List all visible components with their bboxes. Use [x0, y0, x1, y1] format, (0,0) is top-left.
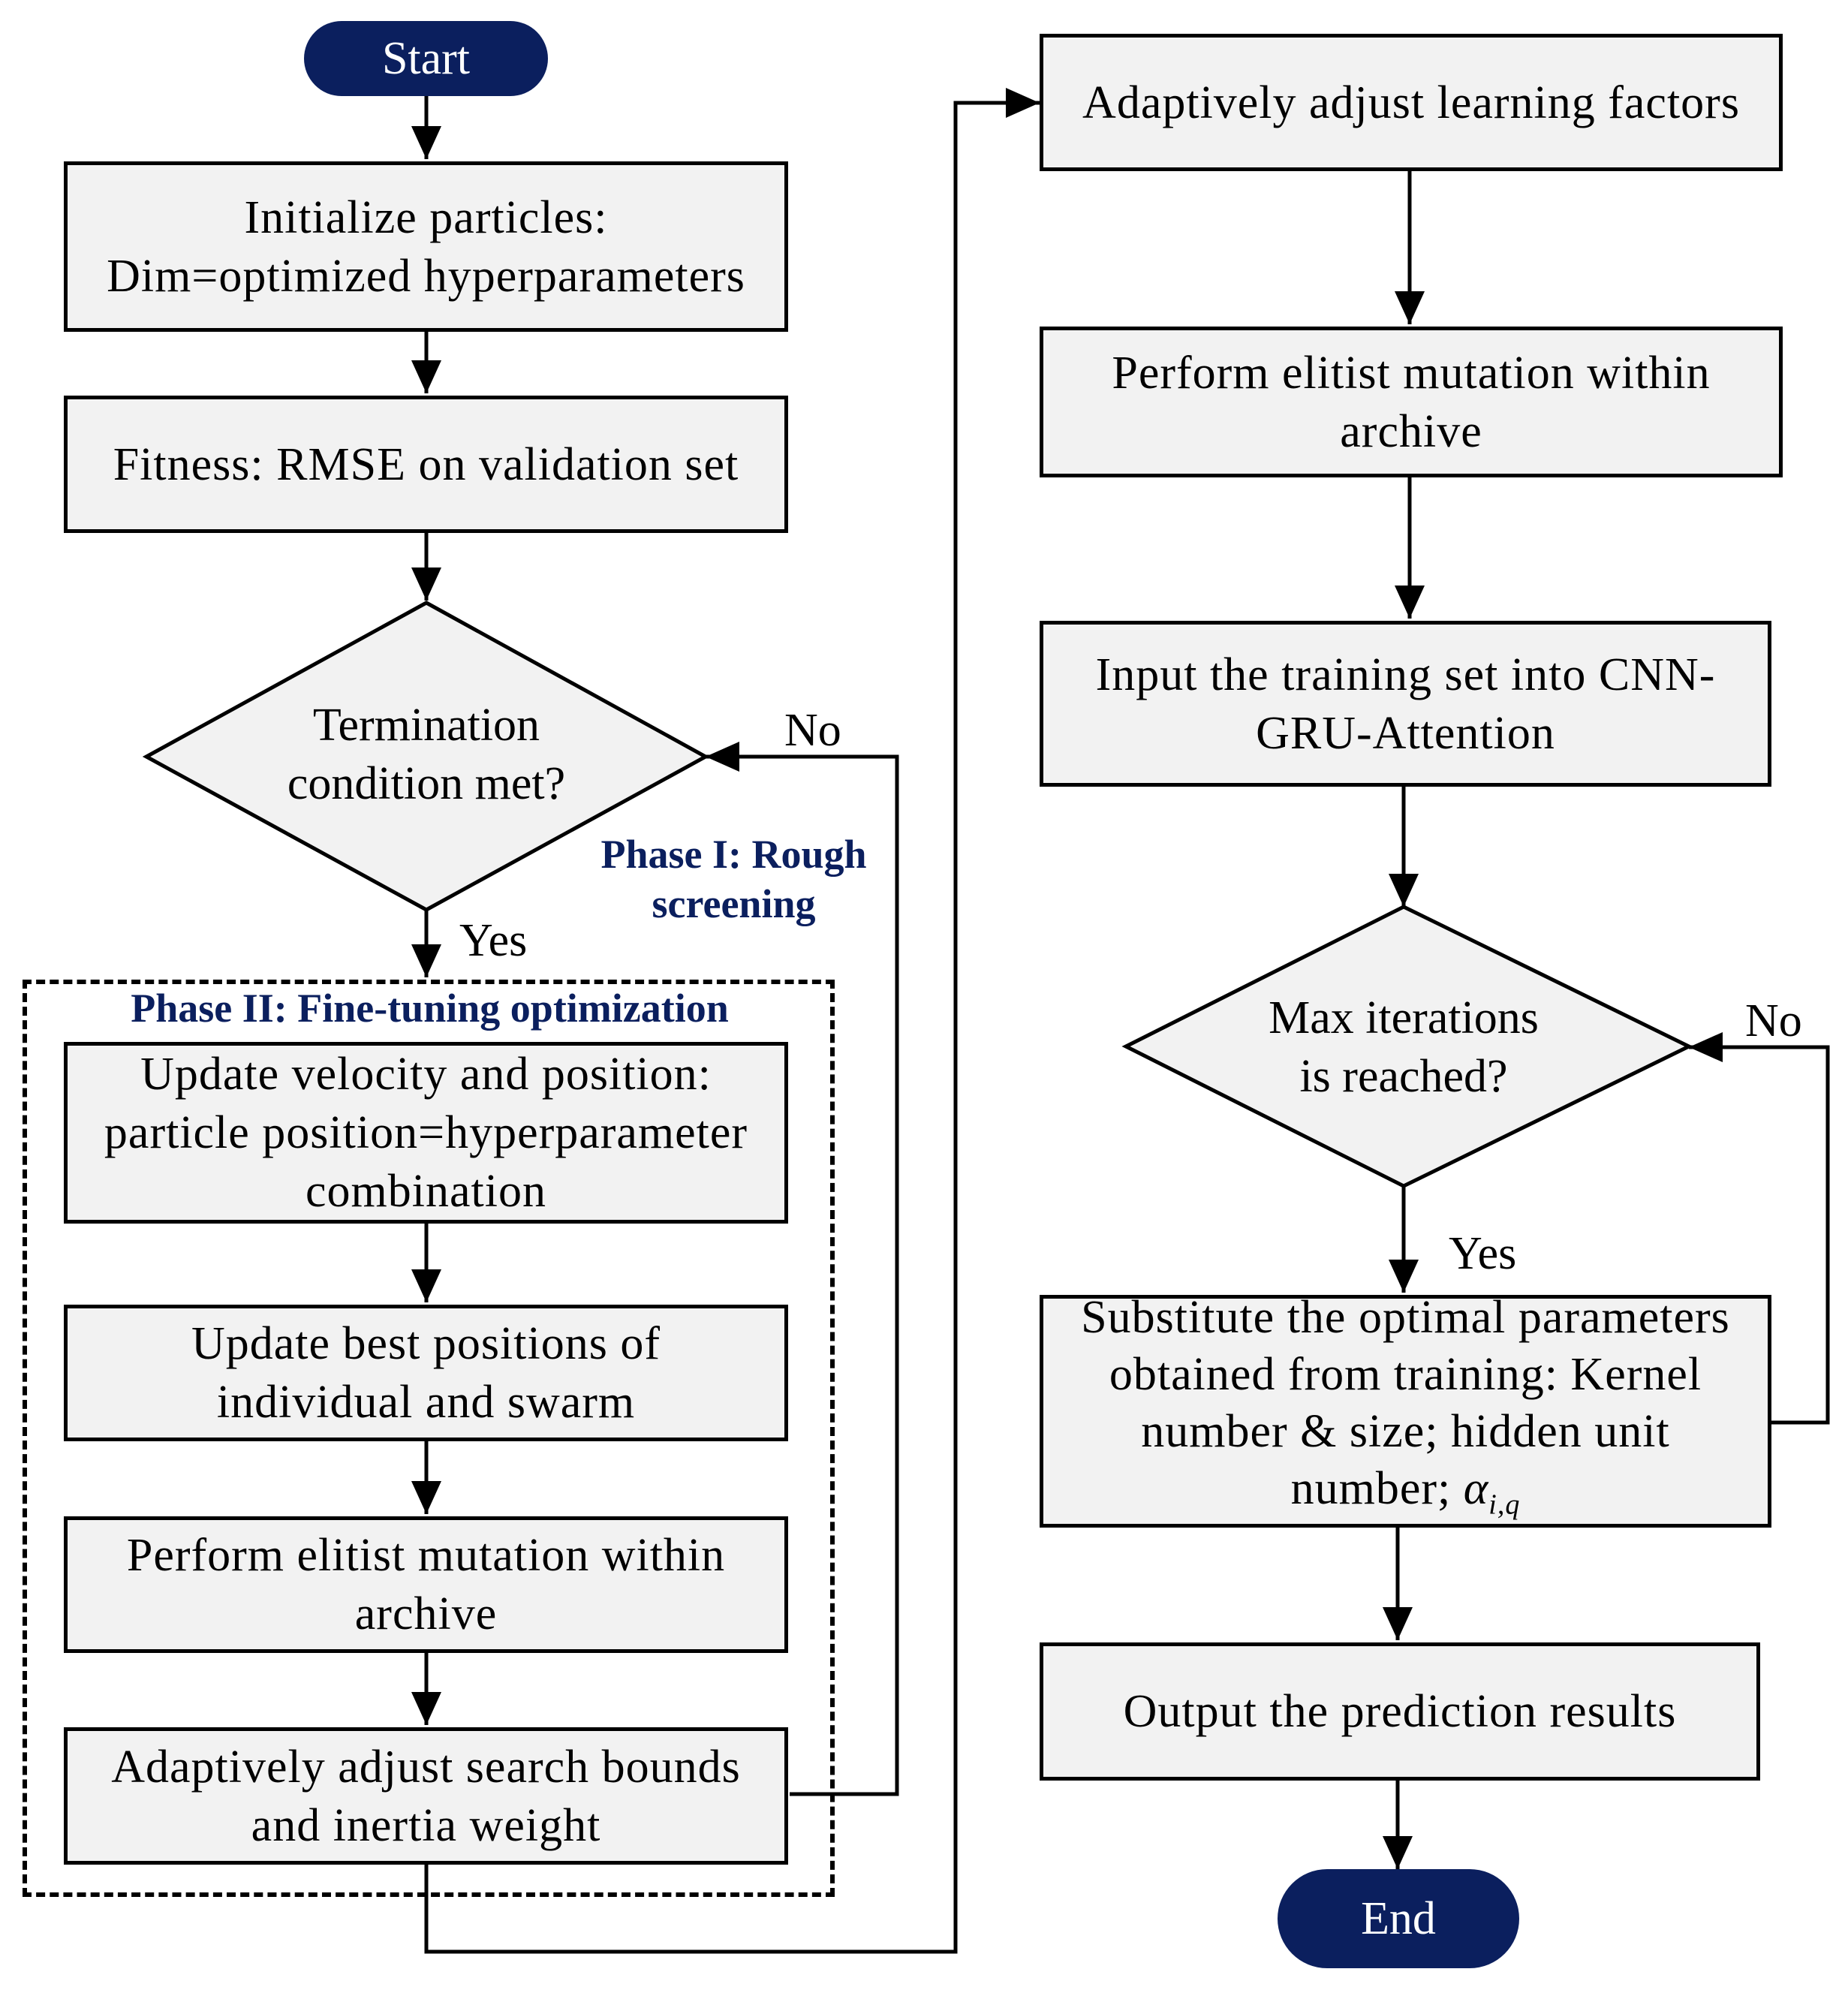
maxiter-diamond: [1121, 905, 1693, 1188]
edge-no-loop-right: [1689, 1045, 1830, 1425]
edge-no-loop-left: [706, 754, 899, 1796]
alpha-symbol: αi,q: [1463, 1463, 1521, 1521]
phase2-label: Phase II: Fine-tuning optimization: [131, 986, 729, 1031]
learning-factors-box: Adaptively adjust learning factors: [1040, 34, 1783, 171]
phase2-group: [23, 980, 835, 1897]
output-box: Output the prediction results: [1040, 1642, 1760, 1781]
fitness-box: Fitness: RMSE on validation set: [64, 396, 788, 533]
input-training-box: Input the training set into CNN-GRU-Atte…: [1040, 621, 1771, 787]
no-label-left: No: [784, 705, 841, 756]
no-label-right: No: [1745, 995, 1802, 1046]
end-terminal: End: [1278, 1869, 1519, 1968]
yes-label-left: Yes: [459, 915, 528, 966]
edge-left-to-right: [424, 101, 1040, 1954]
update-velocity-box: Update velocity and position:particle po…: [64, 1042, 788, 1224]
init-box: Initialize particles:Dim=optimized hyper…: [64, 161, 788, 332]
substitute-box: Substitute the optimal parameters obtain…: [1040, 1292, 1771, 1528]
yes-label-right: Yes: [1449, 1228, 1517, 1279]
termination-diamond: [142, 601, 710, 912]
start-terminal: Start: [304, 21, 548, 96]
